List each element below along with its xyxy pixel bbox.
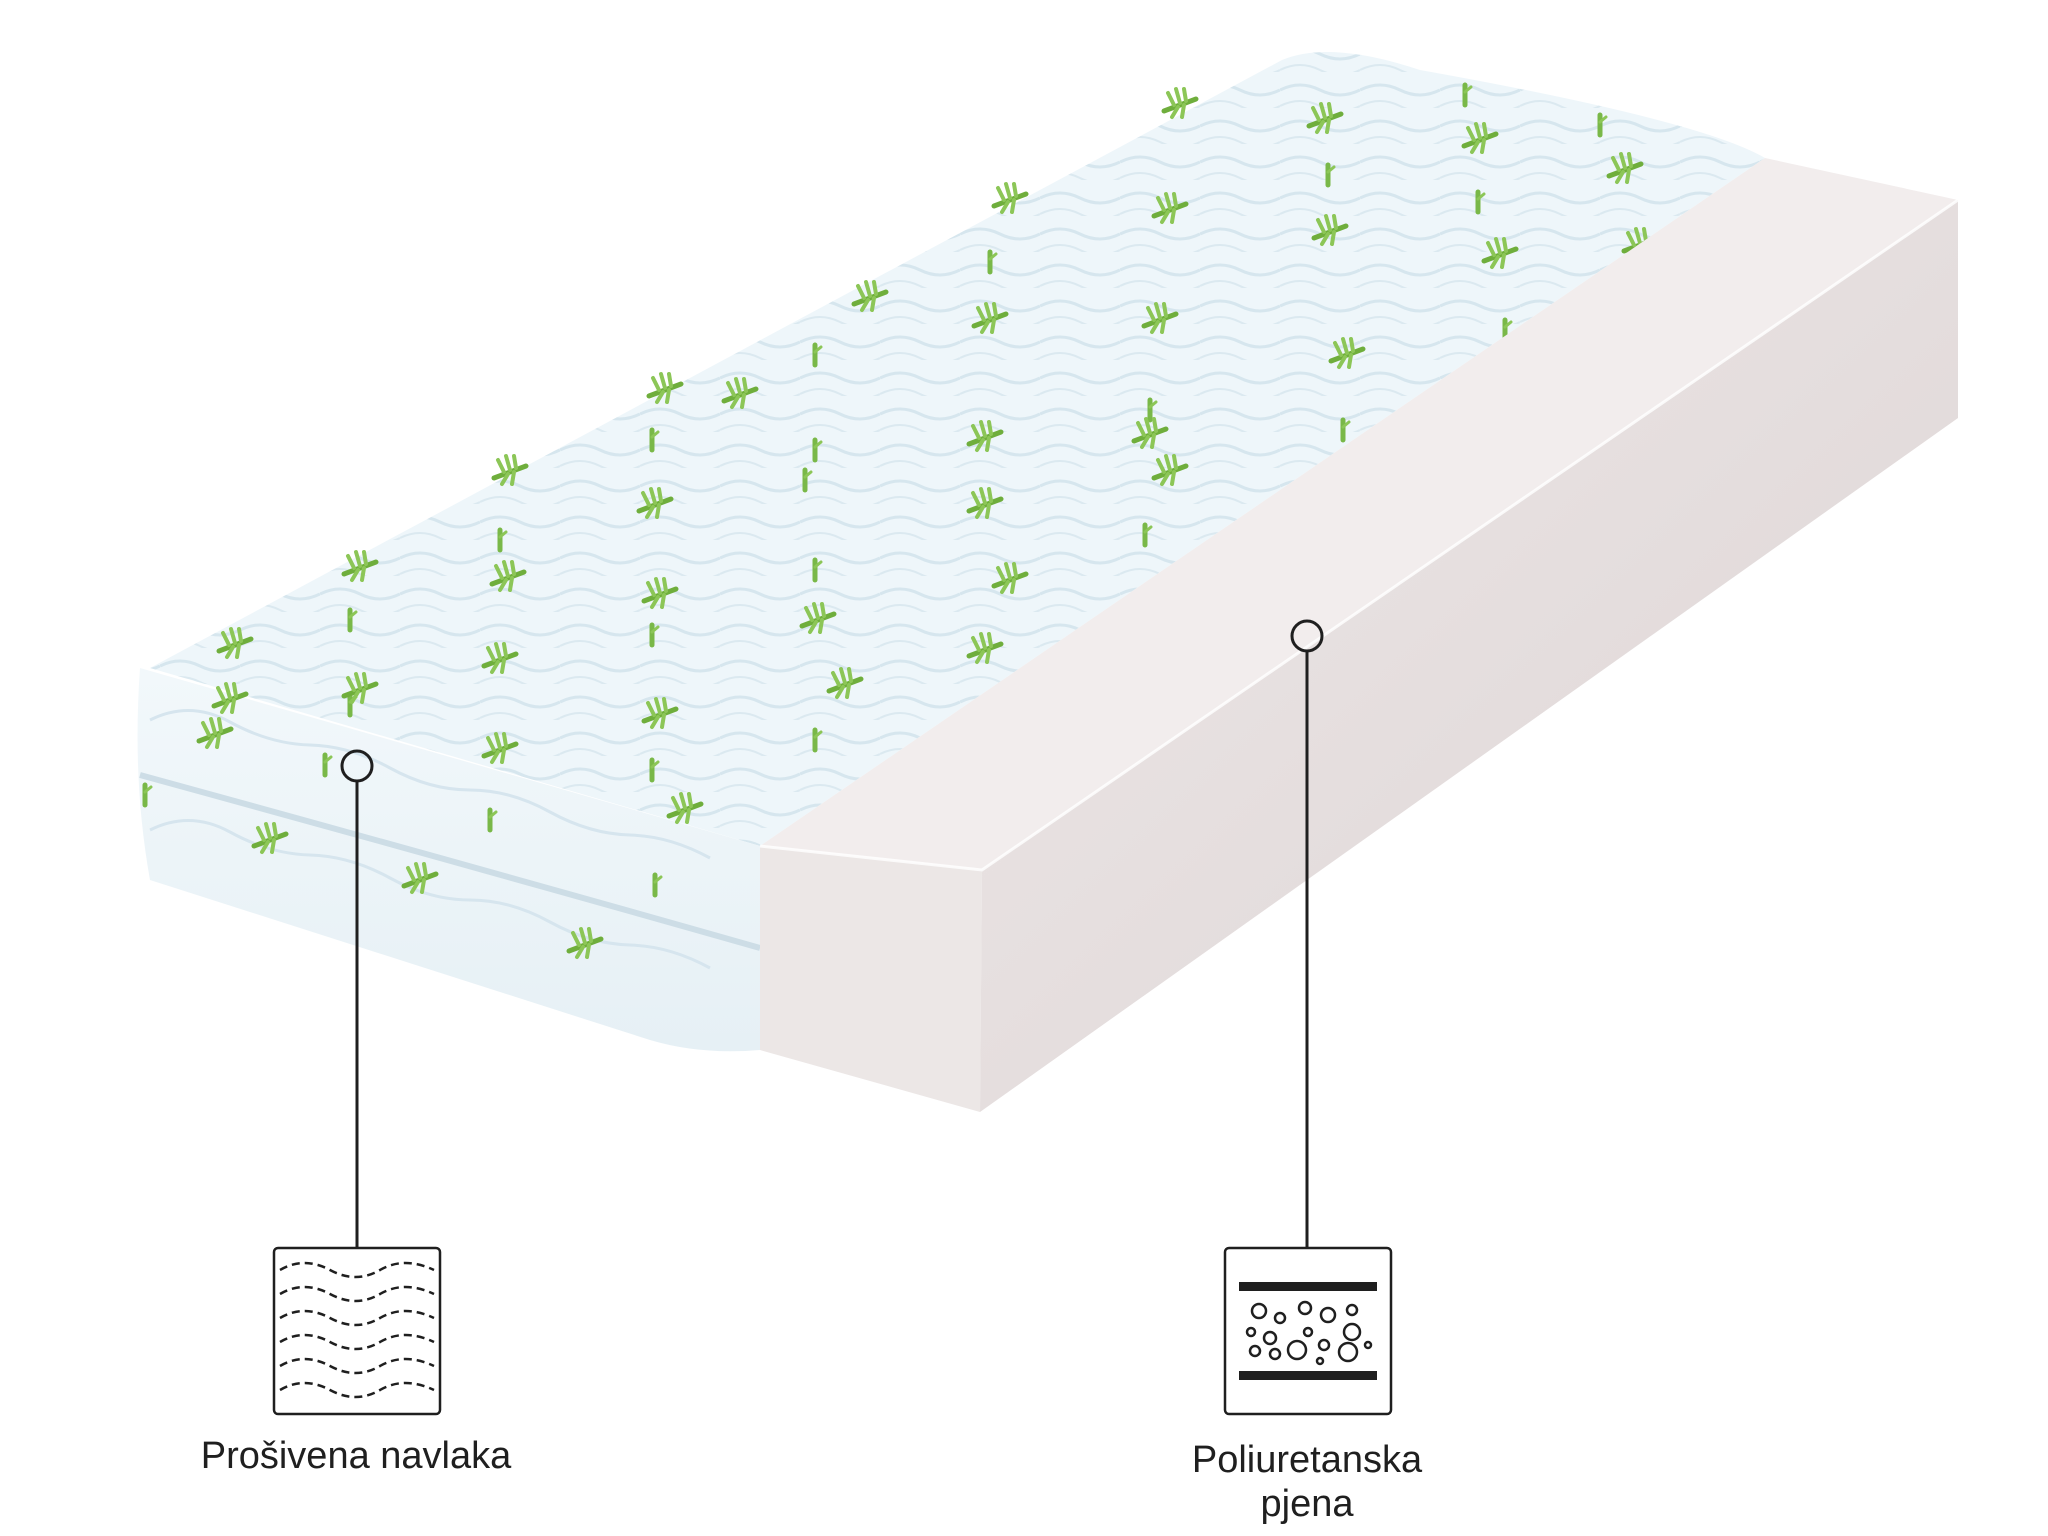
foam-top-edge bbox=[759, 198, 1959, 872]
cover-front-quilt-2 bbox=[149, 819, 711, 970]
callout-cover bbox=[340, 749, 374, 1248]
foam-side-face bbox=[980, 200, 1958, 1112]
callout-foam-label: Poliuretanska pjena bbox=[1191, 1439, 1423, 1525]
callout-foam-marker bbox=[1290, 619, 1324, 653]
foam-front-face bbox=[760, 846, 982, 1112]
callout-cover-marker bbox=[340, 749, 374, 783]
cover-top-surface bbox=[150, 52, 1765, 846]
quilted-fabric-icon bbox=[272, 1246, 442, 1416]
callout-cover-label: Prošivena navlaka bbox=[200, 1435, 512, 1477]
cover-seam bbox=[139, 772, 761, 951]
foam-top-face bbox=[760, 158, 1958, 870]
callout-foam bbox=[1290, 619, 1324, 1248]
foam-layer-icon bbox=[1223, 1246, 1393, 1416]
cover-front-quilt-1 bbox=[149, 709, 711, 860]
